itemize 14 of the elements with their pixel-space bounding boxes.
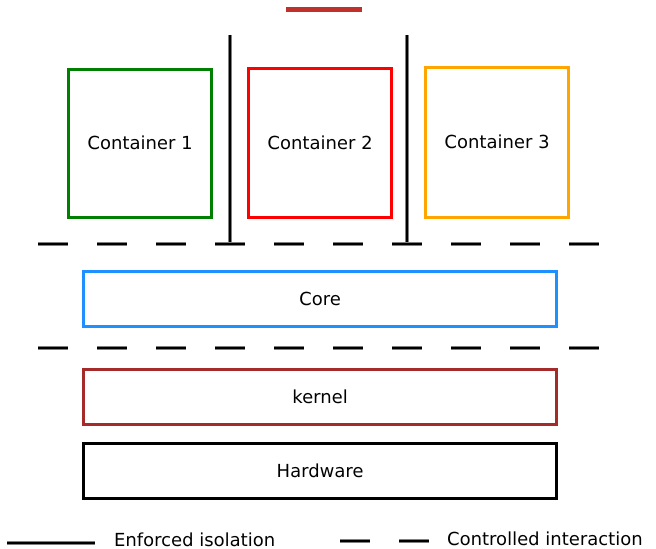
node-label: Hardware <box>276 460 364 482</box>
legend-label: Enforced isolation <box>114 530 276 549</box>
node-label: Container 2 <box>267 132 373 154</box>
node-label: Container 3 <box>444 132 550 153</box>
container-box <box>424 66 570 219</box>
layer-box <box>82 442 558 500</box>
container-box <box>247 67 393 219</box>
container-box <box>67 68 213 219</box>
legend-label: Controlled interaction <box>447 529 643 549</box>
node-label: Container 1 <box>87 133 193 154</box>
node-label: Core <box>299 288 341 310</box>
layer-box <box>82 368 558 426</box>
node-label: kernel <box>292 386 348 408</box>
layer-box <box>82 270 558 328</box>
